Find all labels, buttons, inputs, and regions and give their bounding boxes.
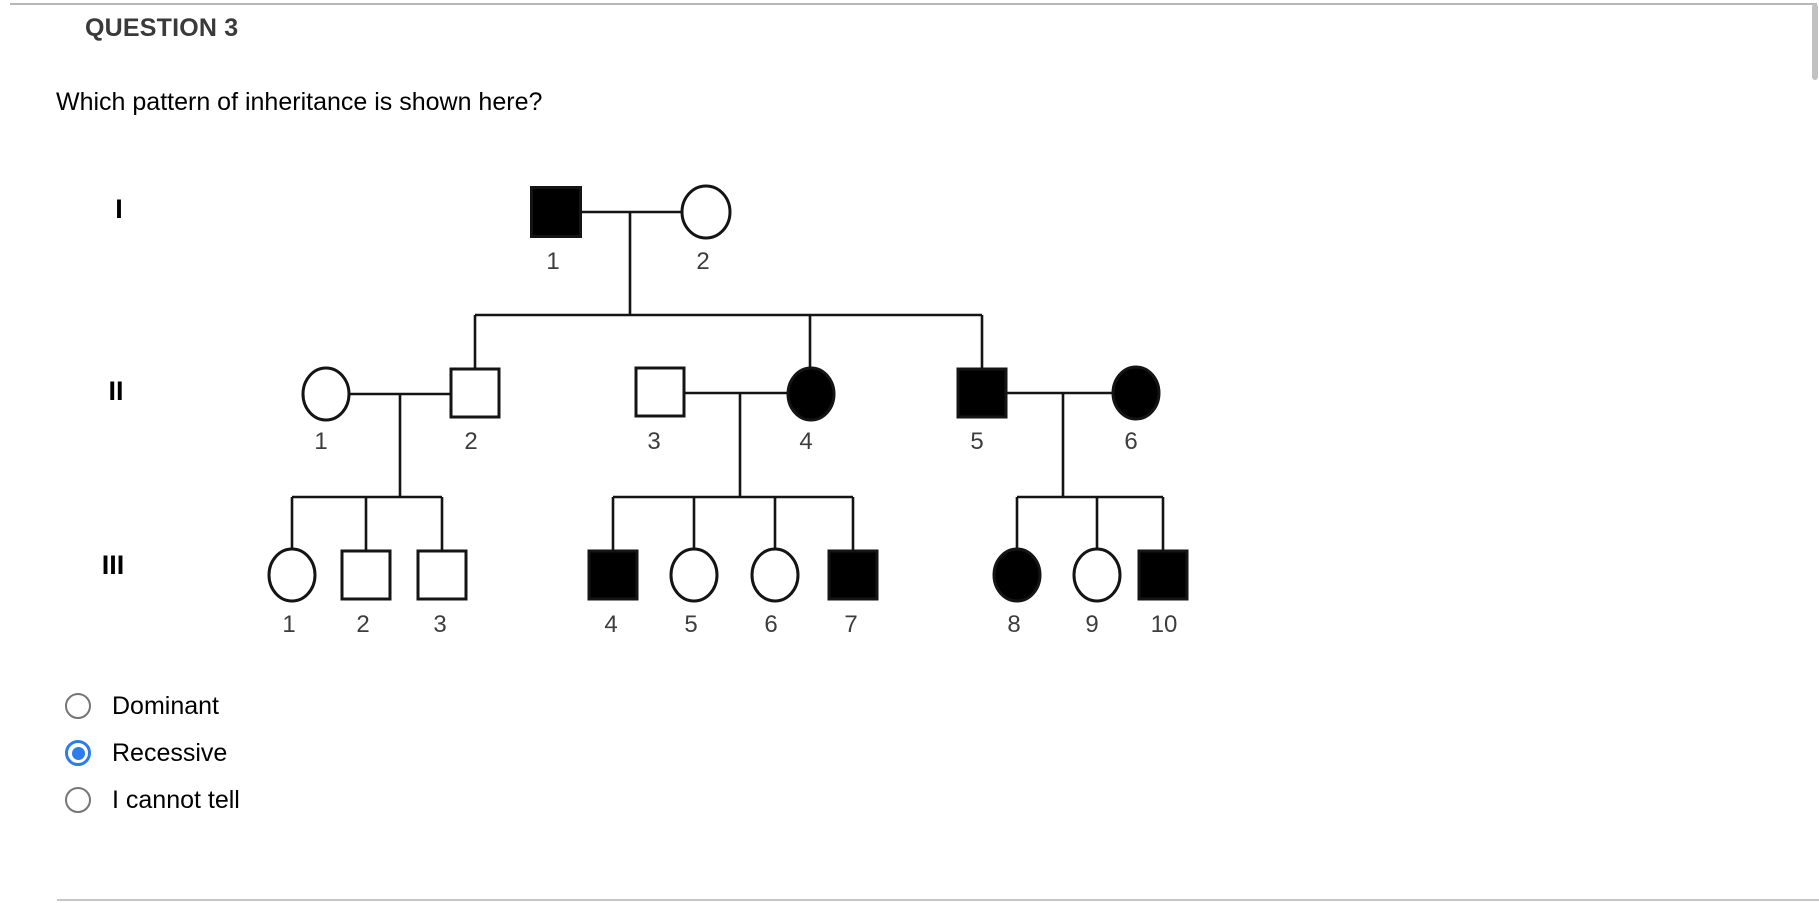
option-recessive[interactable]: Recessive — [65, 738, 240, 768]
radio-button-recessive[interactable] — [65, 740, 91, 766]
pedigree-II-4-label: 4 — [799, 428, 812, 455]
pedigree-III-3-label: 3 — [433, 611, 446, 638]
pedigree-lines — [290, 210, 1165, 552]
pedigree-III-4-label: 4 — [604, 611, 617, 638]
pedigree-III-3-unaffected-male — [416, 549, 468, 601]
pedigree-III-8-label: 8 — [1007, 611, 1020, 638]
question-bottom-divider — [57, 899, 1819, 901]
pedigree-III-10-affected-male — [1137, 549, 1189, 601]
pedigree-I-2-label: 2 — [696, 248, 709, 275]
pedigree-II-5-label: 5 — [970, 428, 983, 455]
pedigree-II-4-affected-female — [786, 366, 836, 422]
pedigree-II-2-label: 2 — [464, 428, 477, 455]
option-label: I cannot tell — [112, 785, 240, 814]
pedigree-III-2-label: 2 — [356, 611, 369, 638]
pedigree-III-9-unaffected-female — [1072, 547, 1122, 603]
option-i-cannot-tell[interactable]: I cannot tell — [65, 785, 240, 815]
pedigree-II-3-unaffected-male — [634, 366, 686, 418]
pedigree-III-7-affected-male — [827, 549, 879, 601]
pedigree-III-8-affected-female — [992, 547, 1042, 603]
pedigree-I-1-affected-male — [530, 186, 582, 238]
pedigree-III-6-unaffected-female — [750, 547, 800, 603]
pedigree-II-6-affected-female — [1111, 365, 1161, 421]
radio-button-dominant[interactable] — [65, 693, 91, 719]
question-top-divider — [10, 3, 1817, 5]
option-dominant[interactable]: Dominant — [65, 691, 240, 721]
pedigree-diagram: I II III — [85, 150, 1205, 650]
pedigree-III-5-unaffected-female — [669, 547, 719, 603]
pedigree-I-2-unaffected-female — [680, 184, 732, 240]
option-label: Recessive — [112, 738, 228, 767]
generation-label-1: I — [115, 194, 123, 224]
generation-label-2: II — [108, 376, 123, 406]
answer-options: Dominant Recessive I cannot tell — [65, 691, 240, 832]
pedigree-III-1-label: 1 — [282, 611, 295, 638]
question-text: Which pattern of inheritance is shown he… — [56, 88, 543, 116]
radio-button-i-cannot-tell[interactable] — [65, 787, 91, 813]
pedigree-II-5-affected-male — [956, 367, 1008, 419]
pedigree-III-9-label: 9 — [1085, 611, 1098, 638]
pedigree-III-1-unaffected-female — [267, 547, 317, 603]
pedigree-II-6-label: 6 — [1124, 428, 1137, 455]
generation-label-3: III — [102, 550, 125, 580]
pedigree-II-1-label: 1 — [314, 428, 327, 455]
pedigree-III-7-label: 7 — [844, 611, 857, 638]
pedigree-III-2-unaffected-male — [340, 549, 392, 601]
pedigree-III-10-label: 10 — [1151, 611, 1178, 638]
pedigree-II-3-label: 3 — [647, 428, 660, 455]
pedigree-III-6-label: 6 — [764, 611, 777, 638]
option-label: Dominant — [112, 691, 219, 720]
pedigree-III-5-label: 5 — [684, 611, 697, 638]
pedigree-II-2-unaffected-male — [449, 367, 501, 419]
pedigree-I-1-label: 1 — [546, 248, 559, 275]
vertical-scrollbar-thumb[interactable] — [1812, 4, 1818, 80]
question-header: QUESTION 3 — [85, 14, 239, 42]
pedigree-II-1-unaffected-female — [301, 366, 351, 422]
pedigree-III-4-affected-male — [587, 549, 639, 601]
